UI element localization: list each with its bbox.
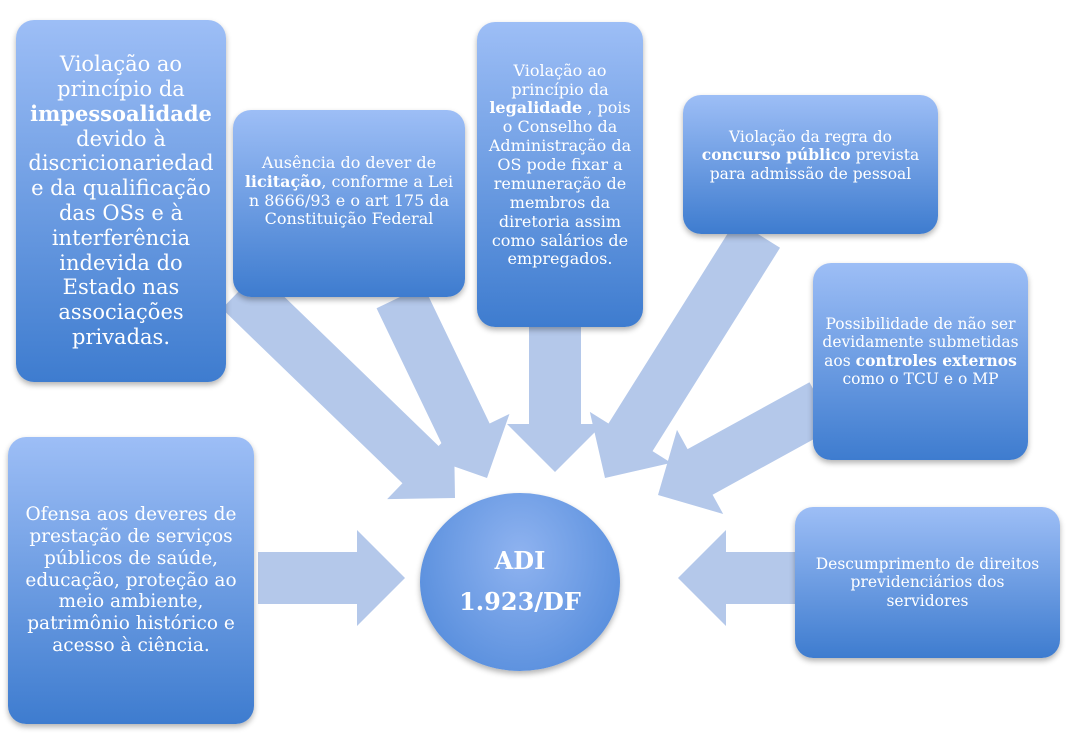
center-subtitle: 1.923/DF xyxy=(459,587,581,616)
box-text: devido à discricionariedad e da qualific… xyxy=(28,126,214,349)
box-text: Descumprimento de direitos previdenciári… xyxy=(815,555,1040,610)
box-text: Ofensa aos deveres de prestação de servi… xyxy=(25,504,237,657)
box-previdencia: Descumprimento de direitos previdenciári… xyxy=(795,507,1060,658)
box-legalidade: Violação ao princípio da legalidade , po… xyxy=(477,22,643,327)
box-controles: Possibilidade de não ser devidamente sub… xyxy=(813,263,1028,460)
arrow-impessoalidade xyxy=(221,271,455,500)
arrow-concurso xyxy=(589,220,781,479)
center-adi-ellipse: ADI 1.923/DF xyxy=(420,493,620,671)
box-concurso: Violação da regra do concurso público pr… xyxy=(683,95,938,234)
box-text: , pois o Conselho da Administração da OS… xyxy=(488,98,632,269)
box-text: , conforme a Lei n 8666/93 e o art 175 d… xyxy=(248,171,454,229)
arrow-previdencia xyxy=(678,530,795,626)
box-licitacao: Ausência do dever de licitação, conforme… xyxy=(233,110,465,297)
arrow-licitacao xyxy=(376,285,510,478)
box-impessoalidade: Violação ao princípio da impessoalidade … xyxy=(16,20,226,382)
box-text: Violação da regra do xyxy=(728,128,892,147)
box-text: Violação ao princípio da xyxy=(57,52,185,102)
arrow-controles xyxy=(658,382,835,514)
arrow-legalidade xyxy=(507,327,603,472)
box-deveres: Ofensa aos deveres de prestação de servi… xyxy=(8,437,254,724)
box-bold-text: impessoalidade xyxy=(30,100,212,126)
box-bold-text: controles externos xyxy=(855,350,1017,370)
box-bold-text: licitação xyxy=(244,171,322,191)
arrow-deveres xyxy=(258,530,405,626)
center-title: ADI xyxy=(494,546,546,576)
box-text: prevista para admissão de pessoal xyxy=(709,146,920,183)
box-bold-text: legalidade xyxy=(489,98,583,118)
box-text: como o TCU e o MP xyxy=(842,369,999,388)
box-text: Ausência do dever de xyxy=(261,152,437,172)
box-bold-text: concurso público xyxy=(701,145,851,165)
box-text: Possibilidade de não ser devidamente sub… xyxy=(822,314,1019,370)
box-text: Violação ao princípio da xyxy=(511,60,609,99)
